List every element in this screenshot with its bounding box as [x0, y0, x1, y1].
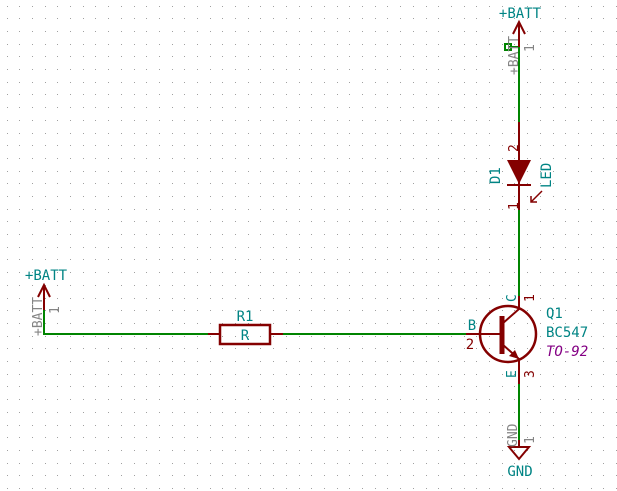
power-top-value: +BATT — [499, 6, 542, 22]
transistor-body-icon — [478, 304, 538, 364]
emitter-arrow-icon — [509, 350, 519, 359]
q1-ref: Q1 — [546, 306, 563, 322]
power-top-pin-name: +BATT — [507, 36, 522, 75]
d1-pin-anode: 2 — [507, 144, 522, 152]
gnd-pin-name: GND — [506, 423, 521, 447]
d1-value: LED — [539, 163, 555, 188]
resistor-body — [218, 323, 272, 346]
d1-pin-cathode: 1 — [507, 202, 522, 210]
q1-pin-b-num: 2 — [466, 337, 474, 353]
q1-pin-e-num: 3 — [523, 370, 538, 378]
power-arrow-icon — [512, 19, 526, 35]
gnd-symbol[interactable]: GND GND 1 — [506, 423, 538, 480]
power-top-pin-number: 1 — [523, 44, 538, 52]
dangling-wire-end — [504, 43, 512, 51]
wire-batt-left[interactable] — [43, 310, 220, 335]
ground-icon — [506, 446, 532, 461]
power-arrow-icon — [37, 282, 51, 298]
r1-ref: R1 — [237, 309, 254, 325]
q1-pin-e-name: E — [505, 370, 520, 378]
led-d1[interactable]: 2 1 D1 LED — [488, 122, 555, 210]
power-left-pin-name: +BATT — [31, 297, 46, 336]
r1-value: R — [241, 328, 250, 344]
led-triangle-icon — [507, 160, 531, 184]
q1-footprint: TO-92 — [546, 344, 588, 360]
q1-pin-c-num: 1 — [523, 294, 538, 302]
transistor-q1[interactable]: B 2 C 1 E 3 Q1 BC547 TO-92 — [466, 294, 588, 384]
grid-dots — [7, 6, 617, 489]
light-emission-arrows-icon — [530, 190, 543, 203]
power-symbol-left[interactable]: +BATT +BATT 1 — [25, 268, 68, 336]
power-left-pin-number: 1 — [48, 306, 63, 314]
wires — [43, 43, 520, 440]
q1-value: BC547 — [546, 325, 588, 341]
power-symbol-top[interactable]: +BATT +BATT 1 — [499, 6, 542, 75]
power-left-value: +BATT — [25, 268, 68, 284]
gnd-value: GND — [507, 464, 532, 480]
gnd-pin-number: 1 — [523, 436, 538, 444]
resistor-r1[interactable]: R1 R — [208, 309, 283, 346]
d1-ref: D1 — [488, 167, 504, 184]
q1-pin-b-name: B — [468, 318, 476, 334]
q1-pin-c-name: C — [505, 294, 520, 302]
